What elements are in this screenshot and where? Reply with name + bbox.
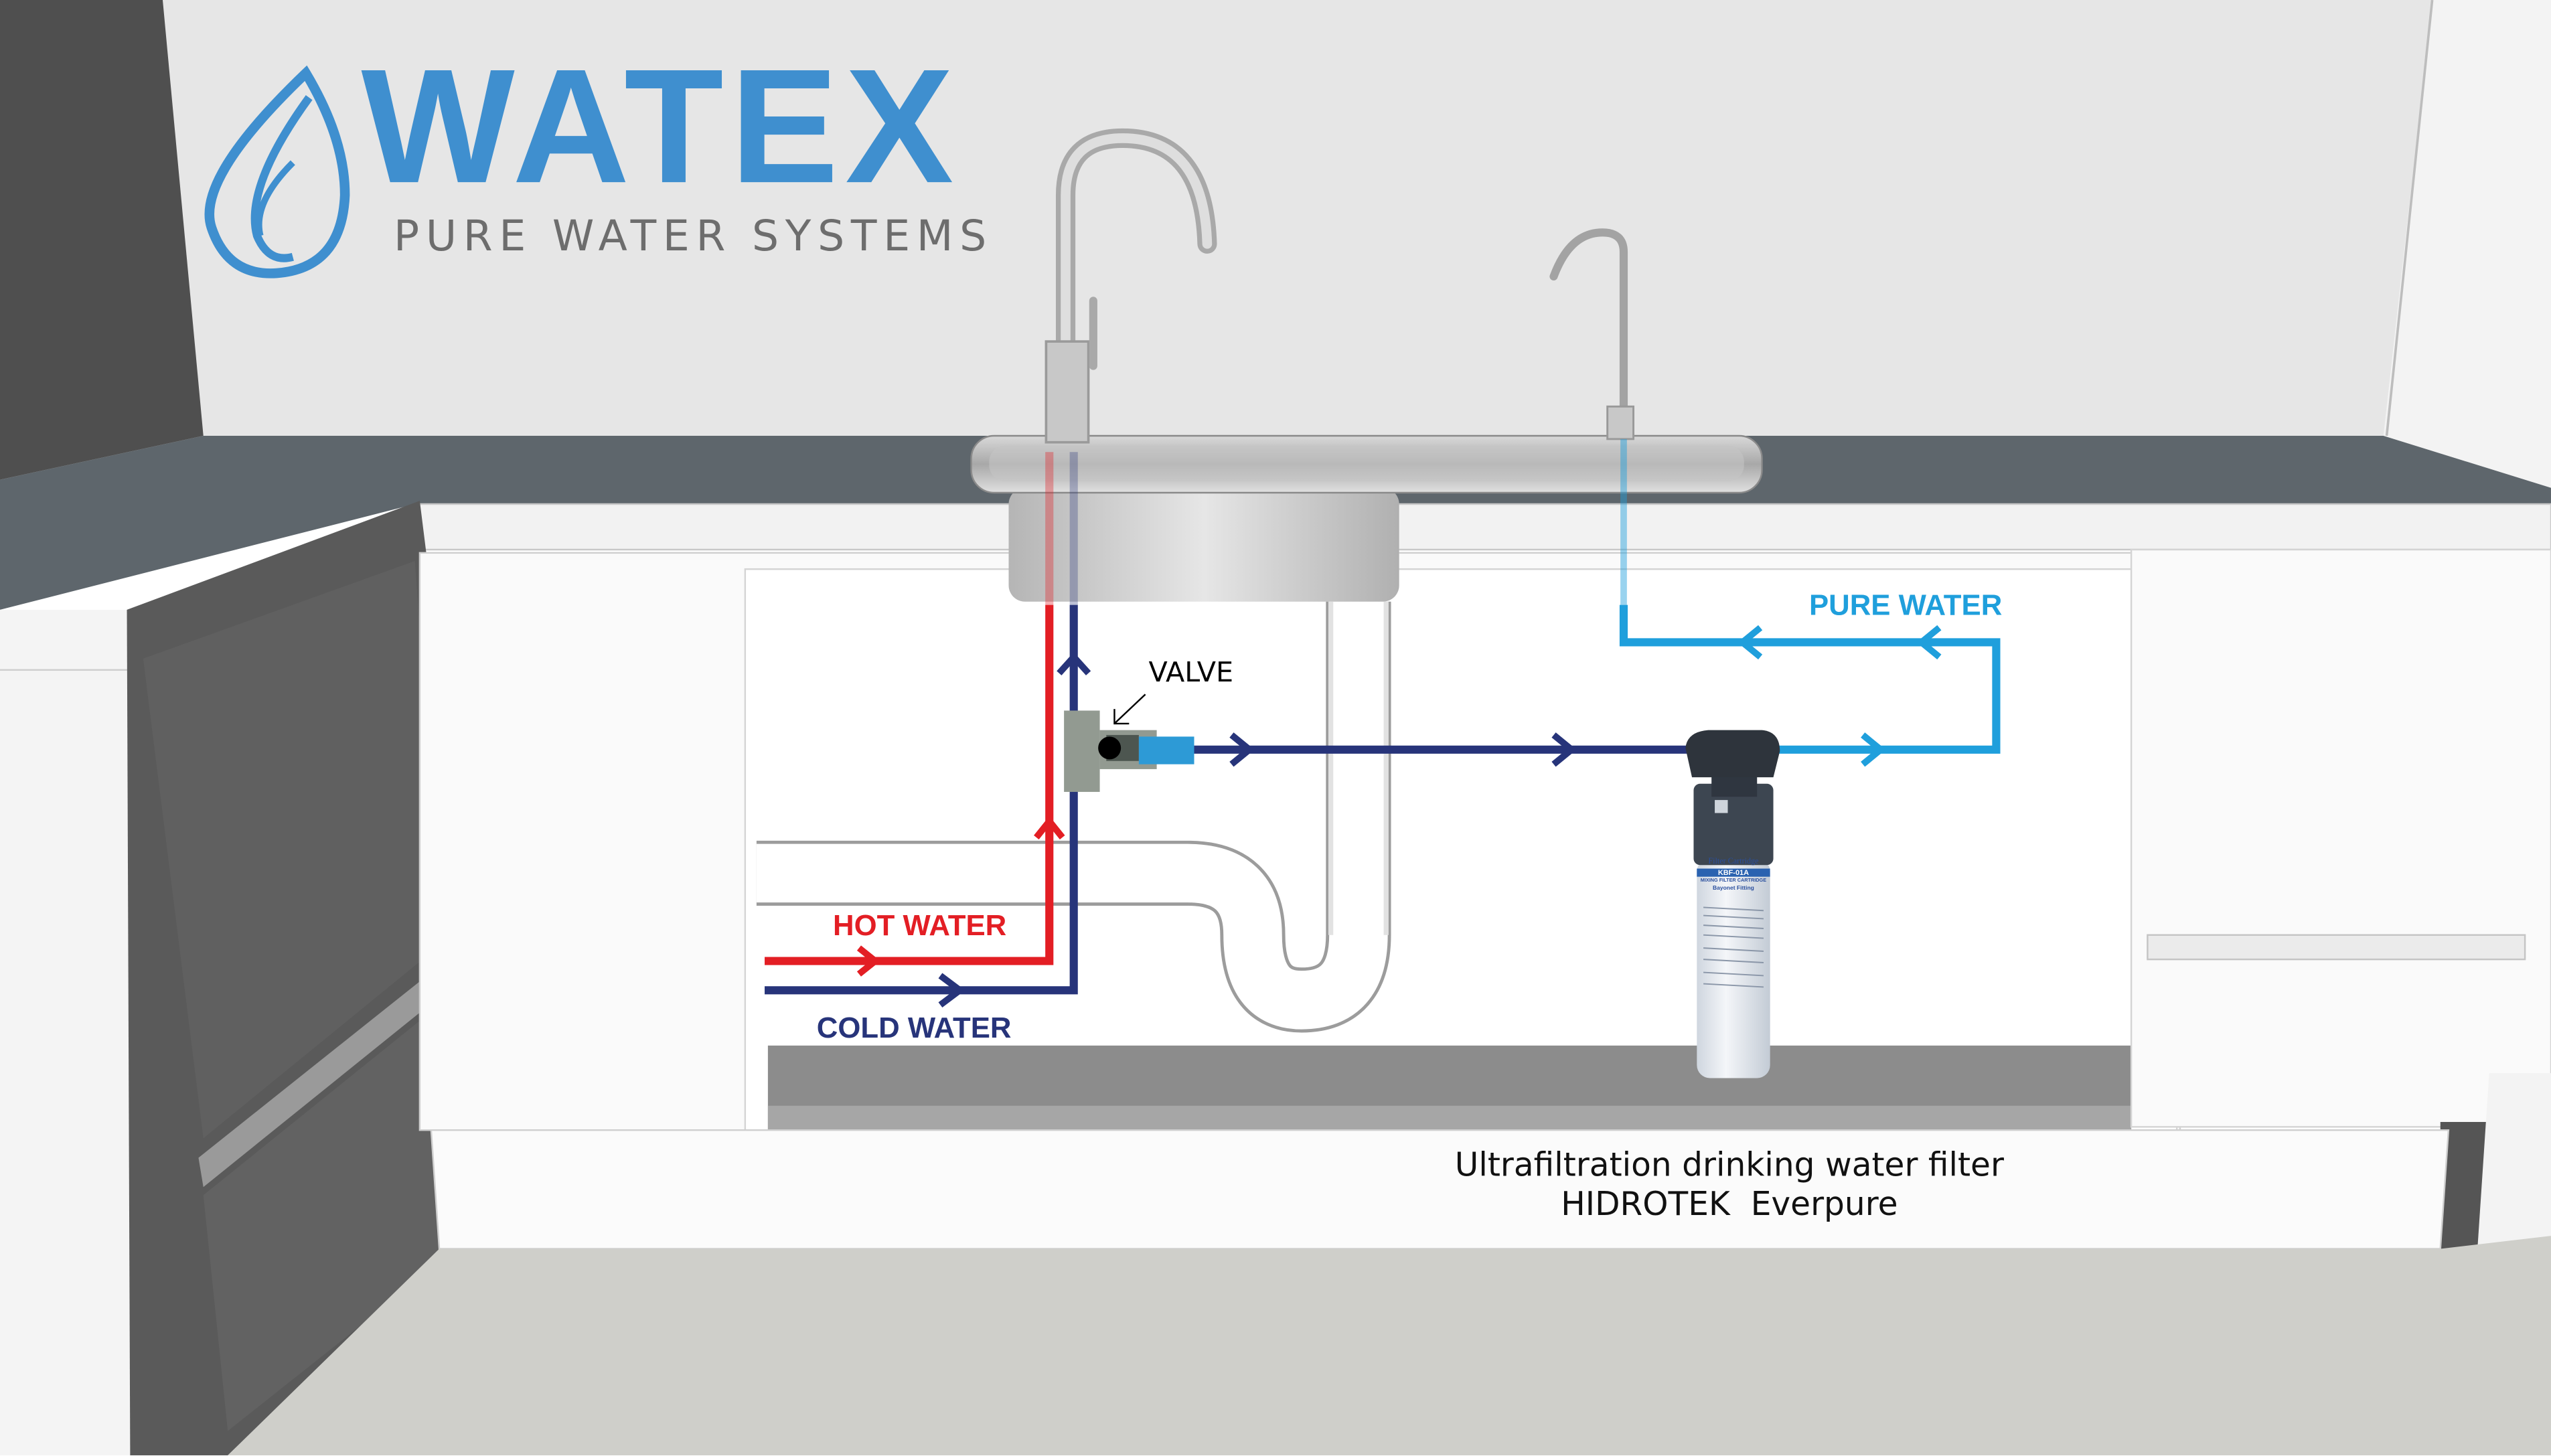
filter-subtitle-2: Bayonet Fitting — [1712, 884, 1754, 892]
valve — [1064, 710, 1194, 792]
mixer-faucet — [1045, 128, 1217, 444]
logo-brand: WATEX — [361, 35, 960, 218]
caption: Ultrafiltration drinking water filter HI… — [1404, 1145, 2055, 1224]
valve-pointer-arrow — [1113, 694, 1146, 725]
pure-water-label: PURE WATER — [1808, 588, 2003, 622]
logo-tagline: PURE WATER SYSTEMS — [394, 213, 993, 262]
water-filter — [1685, 730, 1780, 1078]
filter-subtitle-1: MIXING FILTER CARTRIDGE — [1700, 877, 1767, 884]
left-tall-cabinet — [0, 0, 204, 480]
right-drawer-edge — [2147, 934, 2526, 961]
pure-water-line — [1619, 604, 2001, 767]
filter-label: Filter Cartridge KBF-01A MIXING FILTER C… — [1697, 859, 1770, 892]
wall — [0, 0, 2551, 488]
floor — [228, 1236, 2551, 1455]
pure-water-tap — [1549, 228, 1635, 440]
sink-basin — [1008, 487, 1399, 602]
watex-logo: WATEX PURE WATER SYSTEMS — [361, 46, 992, 261]
hot-water-line — [765, 604, 1065, 977]
hot-water-label: HOT WATER — [833, 909, 1007, 942]
filter-cartridge-title: Filter Cartridge — [1708, 858, 1759, 868]
right-wall-edge — [2383, 0, 2551, 488]
cold-water-label: COLD WATER — [816, 1012, 1012, 1044]
right-cabinet — [2130, 548, 2551, 1128]
water-drop-icon — [204, 65, 350, 278]
valve-label: VALVE — [1148, 657, 1234, 690]
countertop — [0, 435, 2551, 610]
caption-line-1: Ultrafiltration drinking water filter — [1454, 1145, 2004, 1184]
caption-line-2: HIDROTEK Everpure — [1561, 1184, 1898, 1224]
filter-model: KBF-01A — [1697, 868, 1770, 878]
